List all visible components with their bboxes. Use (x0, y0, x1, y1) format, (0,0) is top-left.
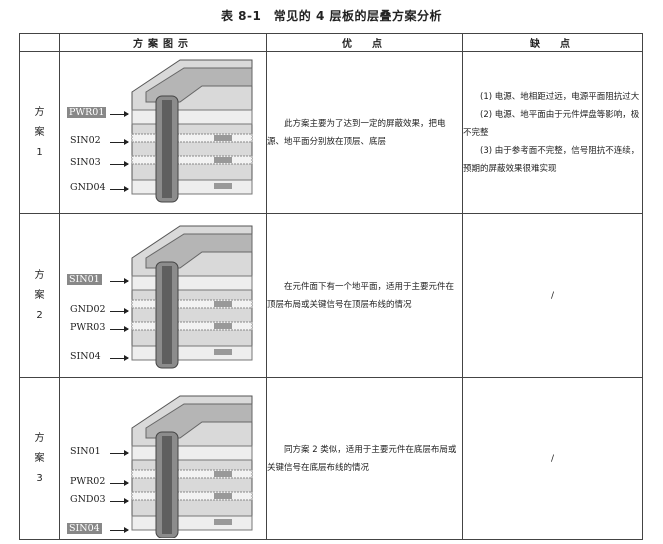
advantages-cell: 此方案主要为了达到一定的屏蔽效果，把电源、地平面分别放在顶层、底层 (266, 51, 463, 214)
layer-label: GND02 (70, 304, 106, 315)
layer-label: SIN02 (70, 135, 101, 146)
layer-arrow (110, 355, 129, 361)
disadvantages-cell: / (462, 377, 643, 540)
layer-label: GND04 (70, 182, 106, 193)
layer-label: SIN01 (67, 274, 102, 285)
layer-label: SIN04 (70, 351, 101, 362)
layer-label: SIN03 (70, 157, 101, 168)
layer-label: PWR02 (70, 476, 106, 487)
layer-arrow (110, 527, 129, 533)
layer-arrow (110, 498, 129, 504)
layer-arrow (110, 480, 129, 486)
layer-arrow (110, 186, 129, 192)
layer-arrow (110, 111, 129, 117)
layer-arrow (110, 139, 129, 145)
header-advantages: 优 点 (266, 33, 463, 52)
pcb-stackup-drawing (131, 395, 253, 538)
layer-label: SIN01 (70, 446, 101, 457)
advantages-cell: 在元件面下有一个地平面，适用于主要元件在顶层布局或关键信号在顶层布线的情况 (266, 213, 463, 378)
pcb-stackup-drawing (131, 225, 253, 369)
layer-label: PWR03 (70, 322, 106, 333)
disadvantage-item: (2) 电源、地平面由于元件焊盘等影响，极不完整 (463, 109, 640, 138)
header-blank (19, 33, 60, 52)
layer-arrow (110, 278, 129, 284)
disadvantages-cell: (1) 电源、地相距过远，电源平面阻抗过大 (2) 电源、地平面由于元件焊盘等影… (462, 51, 643, 214)
pcb-stackup-drawing (131, 59, 253, 203)
layer-label: GND03 (70, 494, 106, 505)
layer-arrow (110, 326, 129, 332)
table-title: 表 8-1 常见的 4 层板的层叠方案分析 (220, 9, 443, 23)
disadvantage-item: (3) 由于参考面不完整，信号阻抗不连续，预期的屏蔽效果很难实现 (463, 145, 640, 174)
header-scheme: 方案图示 (59, 33, 267, 52)
disadvantages-cell: / (462, 213, 643, 378)
header-row: 方案图示 优 点 缺 点 (19, 33, 643, 52)
layer-arrow (110, 161, 129, 167)
advantages-cell: 同方案 2 类似，适用于主要元件在底层布局或关键信号在底层布线的情况 (266, 377, 463, 540)
layer-arrow (110, 308, 129, 314)
layer-label: PWR01 (67, 107, 107, 118)
disadvantage-item: (1) 电源、地相距过远，电源平面阻抗过大 (480, 91, 640, 102)
header-disadvantages: 缺 点 (462, 33, 643, 52)
layer-arrow (110, 450, 129, 456)
layer-label: SIN04 (67, 523, 102, 534)
